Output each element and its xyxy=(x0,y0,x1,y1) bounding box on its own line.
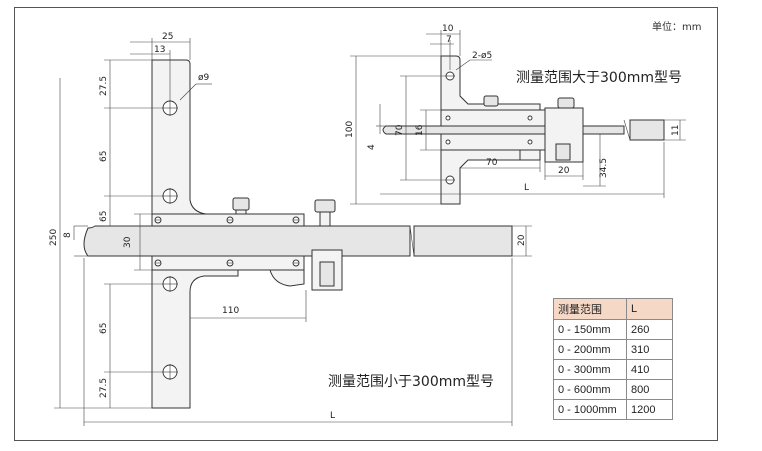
spec-table: 测量范围 L 0 - 150mm 260 0 - 200mm 310 0 - 3… xyxy=(553,298,673,420)
tdim-L: L xyxy=(524,183,529,193)
dim-110: 110 xyxy=(222,306,239,316)
main-beam xyxy=(83,225,411,257)
table-row: 0 - 1000mm 1200 xyxy=(553,399,673,420)
dim-27-5-bottom: 27.5 xyxy=(99,378,109,398)
dim-65-mid: 65 xyxy=(99,211,109,222)
tdim-4: 4 xyxy=(367,144,377,150)
large-lock-knob xyxy=(483,95,499,107)
lock-knob-right-stem xyxy=(319,211,331,227)
unit-label: 单位：mm xyxy=(652,20,701,33)
tdim-7: 7 xyxy=(446,35,452,45)
table-row: 0 - 300mm 410 xyxy=(553,359,673,380)
table-row: 0 - 150mm 260 xyxy=(553,319,673,340)
cell-L: 310 xyxy=(626,339,673,360)
main-dimension-lines xyxy=(54,38,532,426)
tdim-70-vertical: 70 xyxy=(395,124,405,136)
dim-25: 25 xyxy=(162,32,173,42)
tdim-20: 20 xyxy=(558,166,570,176)
dim-8: 8 xyxy=(63,232,73,238)
cell-range: 0 - 1000mm xyxy=(553,399,627,420)
large-break-line xyxy=(623,119,631,141)
table-row: 0 - 200mm 310 xyxy=(553,339,673,360)
plate-screws xyxy=(154,216,300,267)
tdim-34-5: 34.5 xyxy=(599,158,609,178)
large-lock-knob-right xyxy=(557,97,575,109)
tdim-11: 11 xyxy=(671,125,681,136)
cell-L: 800 xyxy=(626,379,673,400)
large-beam-extension xyxy=(629,119,665,141)
tdim-10: 10 xyxy=(442,24,454,34)
break-line xyxy=(409,225,415,257)
dim-L-bottom: L xyxy=(330,411,335,421)
dim-65-upper: 65 xyxy=(99,151,109,162)
dim-hole-9: ø9 xyxy=(198,73,210,83)
cell-range: 0 - 200mm xyxy=(553,339,627,360)
fine-adjust-knob xyxy=(319,261,335,287)
cell-L: 410 xyxy=(626,359,673,380)
cell-range: 0 - 300mm xyxy=(553,359,627,380)
dim-20-beam: 20 xyxy=(517,234,527,246)
beam-extension xyxy=(413,225,513,257)
table-row: 0 - 600mm 800 xyxy=(553,379,673,400)
tdim-70-horizontal: 70 xyxy=(486,158,498,168)
caption-large-model: 测量范围大于300mm型号 xyxy=(516,69,682,86)
lock-knob-left-stem xyxy=(235,209,247,215)
cell-range: 0 - 150mm xyxy=(553,319,627,340)
dim-250: 250 xyxy=(49,229,59,246)
tdim-16: 16 xyxy=(415,124,425,136)
dim-65-lower: 65 xyxy=(99,323,109,334)
lock-knob-left xyxy=(232,197,250,211)
large-fine-knob xyxy=(555,143,571,161)
tdim-2-d5: 2-ø5 xyxy=(472,51,492,61)
tdim-100: 100 xyxy=(345,121,355,138)
cell-L: 260 xyxy=(626,319,673,340)
dim-27-5-top: 27.5 xyxy=(99,76,109,96)
table-header-row: 测量范围 L xyxy=(553,298,673,320)
dim-30: 30 xyxy=(123,236,133,248)
lock-knob-right xyxy=(314,199,336,213)
caption-small-model: 测量范围小于300mm型号 xyxy=(328,373,494,390)
clamp-bracket xyxy=(269,269,305,287)
cell-L: 1200 xyxy=(626,399,673,420)
dim-13: 13 xyxy=(154,45,165,55)
large-bracket xyxy=(519,149,541,161)
header-range: 测量范围 xyxy=(553,298,627,320)
header-L: L xyxy=(626,298,673,320)
cell-range: 0 - 600mm xyxy=(553,379,627,400)
large-dimension-lines xyxy=(350,30,686,205)
large-holes xyxy=(445,71,533,185)
mounting-holes xyxy=(162,100,178,380)
